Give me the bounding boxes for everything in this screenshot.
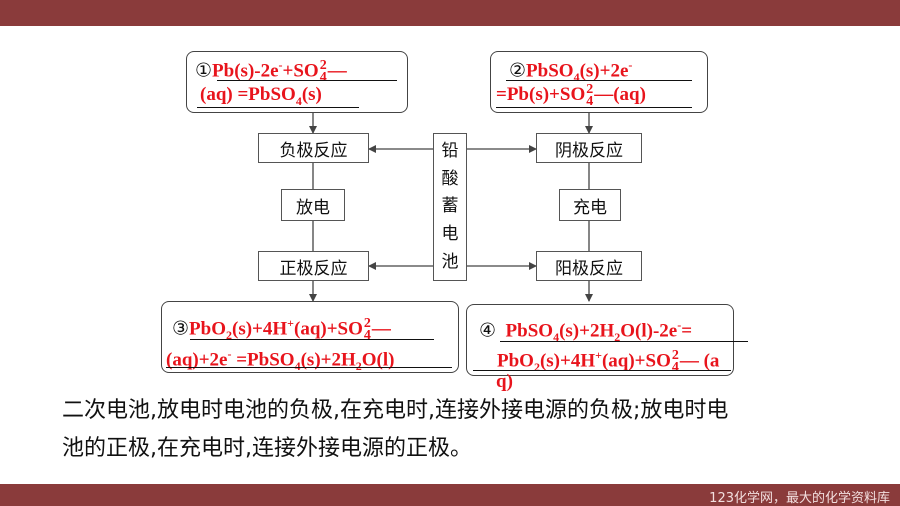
equation-3-underline-1: [190, 339, 434, 340]
equation-4-underline-2: [473, 370, 731, 371]
battery-char-2: 酸: [441, 168, 459, 189]
explanation-text: 二次电池,放电时电池的负极,在充电时,连接外接电源的负极;放电时电 池的正极,在…: [62, 392, 862, 468]
charge-box: 充电: [559, 189, 621, 221]
equation-1-underline-2: [197, 107, 359, 108]
equation-2-underline-2: [496, 107, 692, 108]
cathode-reaction-label-right: 阴极反应: [555, 140, 623, 161]
equation-3-line-2: (aq)+2e- =PbSO4(s)+2H2O(l): [166, 347, 395, 374]
battery-char-5: 池: [441, 251, 459, 272]
cathode-reaction-label-left: 正极反应: [279, 258, 348, 279]
equation-box-4: [466, 304, 734, 376]
equation-3-underline-2: [166, 367, 452, 368]
equation-box-1: [186, 51, 408, 113]
discharge-box: 放电: [281, 189, 345, 221]
equation-4-underline-1: [500, 341, 748, 342]
equation-2-line-1: ②PbSO4(s)+2e-: [509, 58, 633, 85]
battery-char-3: 蓄: [441, 196, 459, 217]
cathode-reaction-box-right: 阴极反应: [536, 133, 642, 163]
discharge-label: 放电: [296, 197, 330, 218]
battery-char-4: 电: [441, 224, 459, 245]
equation-1-underline-1: [217, 80, 397, 81]
explanation-line-2: 池的正极,在充电时,连接外接电源的正极。: [62, 436, 472, 461]
anode-reaction-label: 负极反应: [279, 140, 348, 161]
equation-4-line-1: ④ PbSO4(s)+2H2O(l)-2e-=: [479, 318, 693, 345]
anode-reaction-box: 负极反应: [258, 133, 369, 163]
bottom-band: [0, 484, 900, 506]
watermark-text: 123化学网，最大的化学资料库: [709, 491, 890, 506]
battery-char-1: 铅: [441, 141, 459, 162]
equation-box-2: [490, 51, 708, 113]
equation-2-underline-1: [506, 80, 692, 81]
charge-label: 充电: [573, 197, 607, 218]
equation-1-line-2: (aq) =PbSO4(s): [200, 84, 322, 108]
anode-reaction-label-right: 阳极反应: [555, 258, 623, 279]
equation-4-line-3: q): [496, 371, 513, 392]
anode-reaction-box-right: 阳极反应: [536, 251, 642, 281]
cathode-reaction-box-left: 正极反应: [258, 251, 369, 281]
top-band: [0, 0, 900, 26]
equation-box-3: [161, 301, 459, 373]
explanation-line-1: 二次电池,放电时电池的负极,在充电时,连接外接电源的负极;放电时电: [62, 398, 729, 423]
lead-acid-battery-box: 铅 酸 蓄 电 池: [433, 133, 467, 281]
